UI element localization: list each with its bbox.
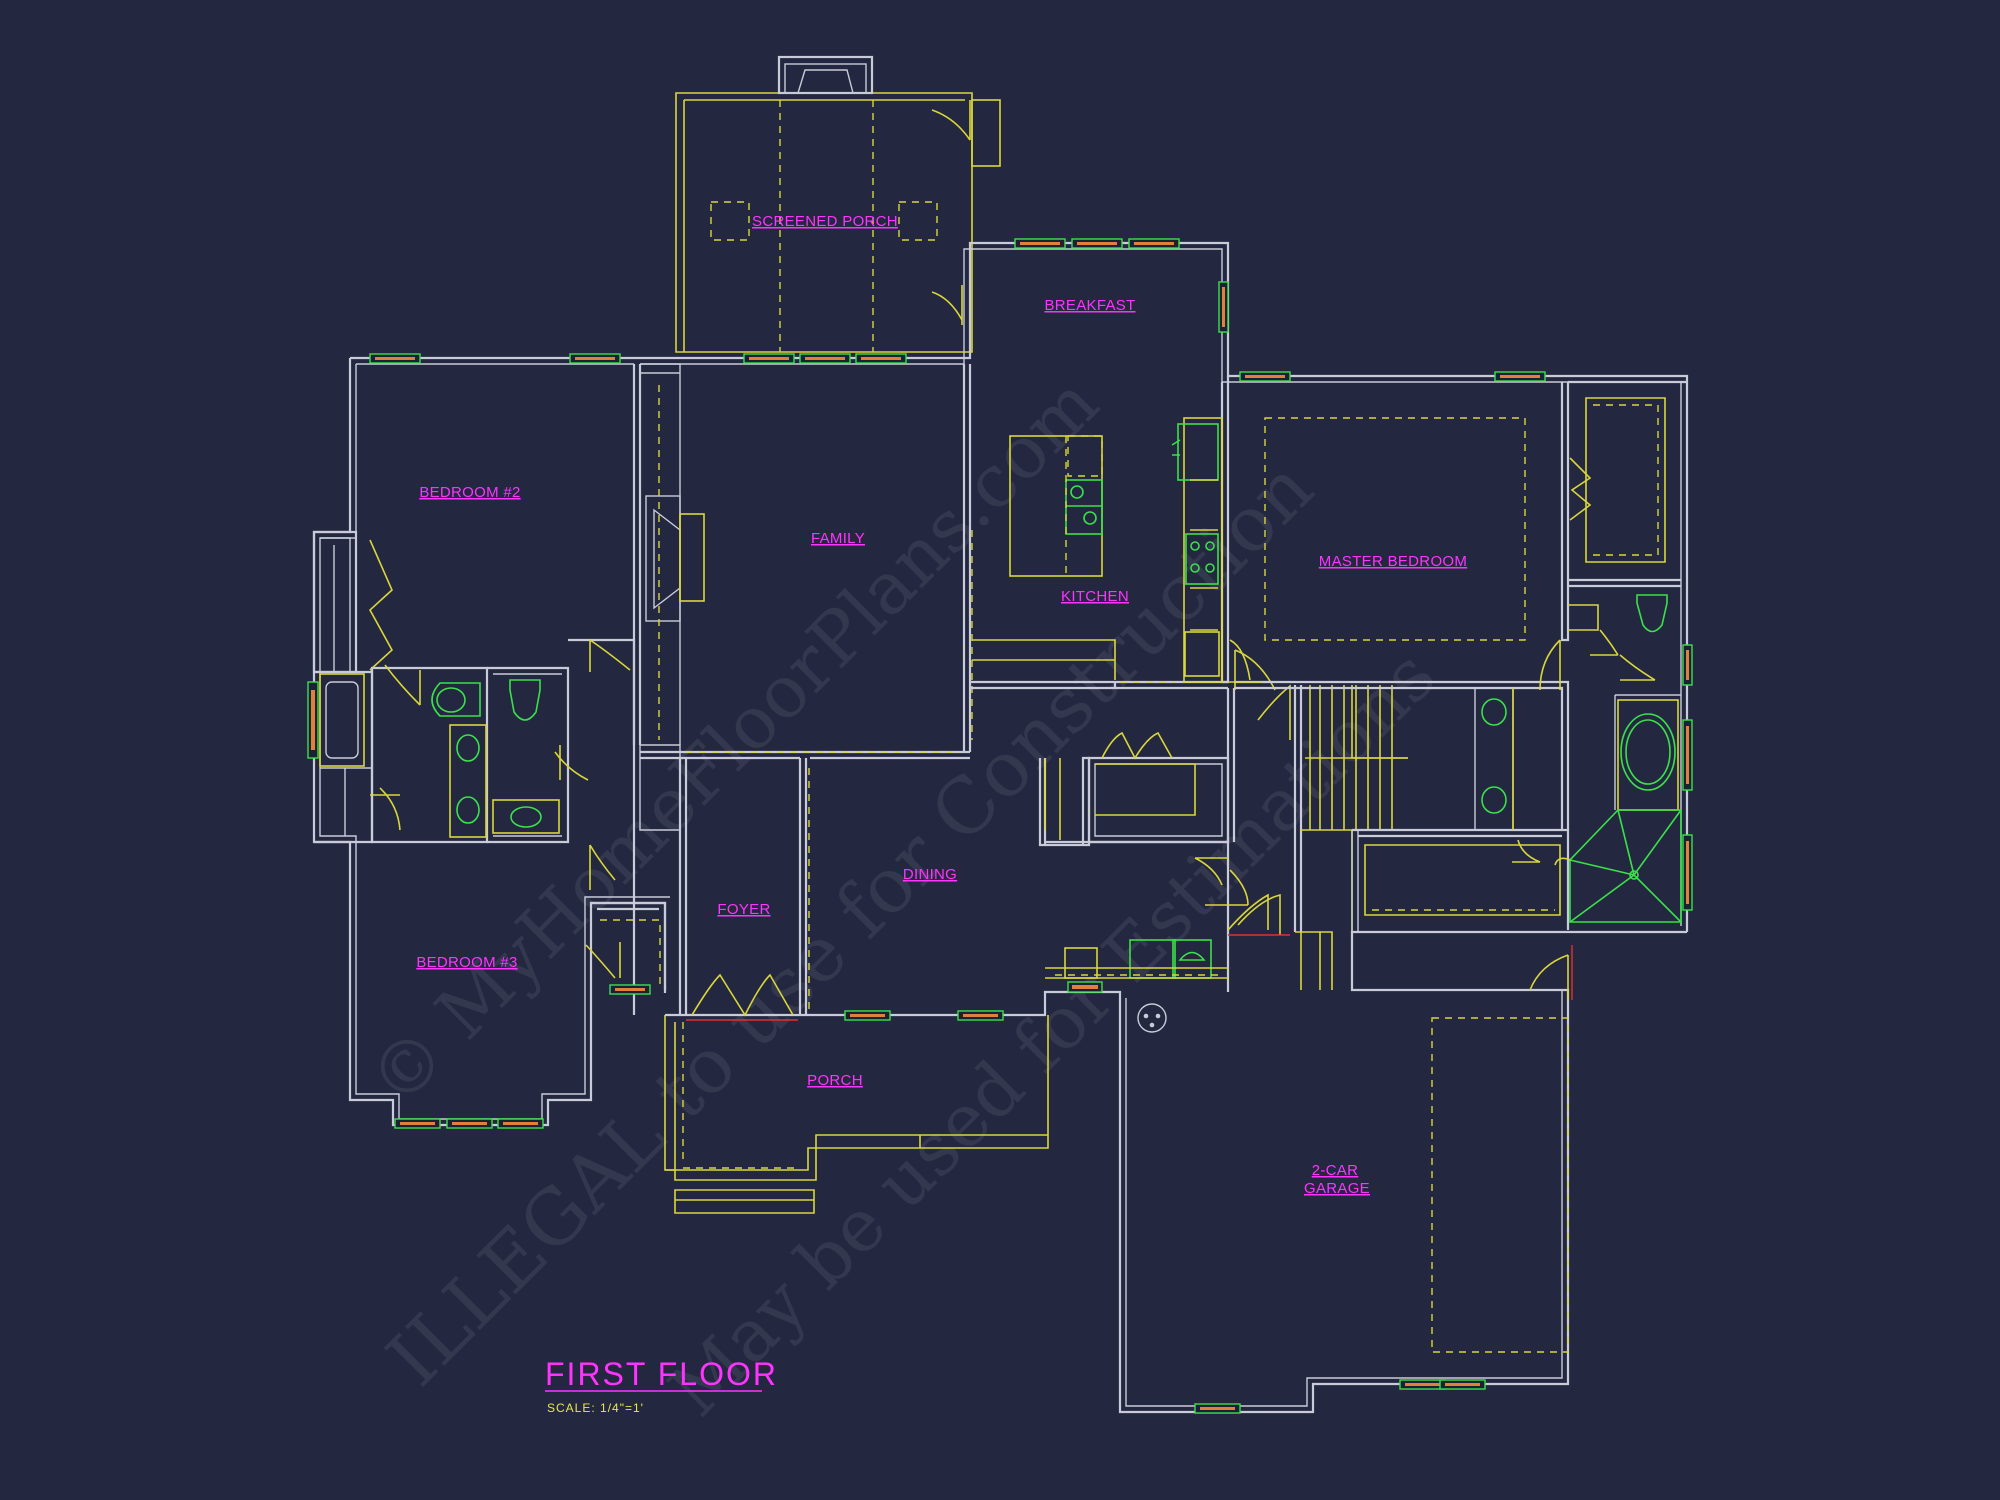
interior-walls	[307, 363, 1687, 1353]
room-label-garage-line-2: GARAGE	[1304, 1180, 1370, 1197]
plan-title: FIRST FLOOR	[545, 1356, 778, 1392]
plan-scale: SCALE: 1/4"=1'	[547, 1401, 644, 1415]
room-label-bedroom-2: BEDROOM #2	[419, 484, 520, 501]
room-label-dining: DINING	[903, 866, 957, 883]
room-label-master-bedroom: MASTER BEDROOM	[1319, 553, 1467, 570]
room-labels: SCREENED PORCH BREAKFAST BEDROOM #2 FAMI…	[416, 213, 1467, 1197]
room-label-foyer: FOYER	[717, 901, 770, 918]
room-label-family: FAMILY	[811, 530, 865, 547]
title-block: FIRST FLOOR SCALE: 1/4"=1'	[545, 1356, 778, 1415]
room-label-garage-line-1: 2-CAR	[1312, 1162, 1359, 1179]
room-label-breakfast: BREAKFAST	[1044, 297, 1135, 314]
room-label-kitchen: KITCHEN	[1061, 588, 1129, 605]
watermark: © MyHomeFloorPlans.com ILLEGAL to use fo…	[353, 360, 1452, 1432]
bathtub-left	[307, 673, 365, 767]
kitchen-fixtures	[1009, 417, 1223, 683]
bathroom-fixtures-left	[431, 679, 560, 838]
room-label-porch: PORCH	[807, 1072, 863, 1089]
staircase	[1257, 684, 1408, 932]
screened-porch-area	[675, 55, 1001, 353]
master-tub-shower	[1554, 694, 1682, 923]
room-label-bedroom-3: BEDROOM #3	[416, 954, 517, 971]
room-label-screened-porch: SCREENED PORCH	[752, 213, 898, 230]
windows	[369, 238, 1693, 1414]
